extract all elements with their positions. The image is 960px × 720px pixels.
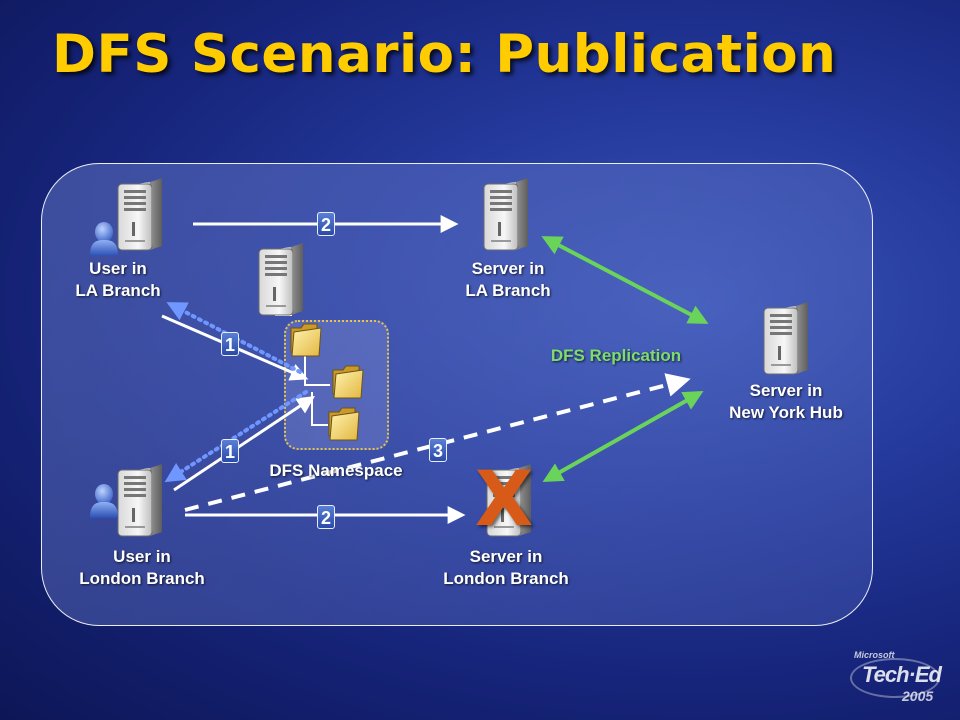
server-la-label-line2: LA Branch xyxy=(465,281,551,300)
user-la-label-line1: User in xyxy=(89,259,147,278)
diagram-panel xyxy=(41,163,873,626)
step-badge-2-la: 2 xyxy=(317,212,335,236)
namespace-server-icon xyxy=(258,242,304,316)
user-london-label: User in London Branch xyxy=(62,546,222,590)
replication-arrow-london xyxy=(542,391,704,482)
user-la-label-line2: LA Branch xyxy=(75,281,161,300)
tech-ed-logo-brand: Microsoft xyxy=(854,650,895,660)
user-london-label-line1: User in xyxy=(113,547,171,566)
london-user-server-icon xyxy=(117,463,163,537)
namespace-link-folder-icon-2 xyxy=(328,407,360,441)
failure-x-icon: X xyxy=(474,454,534,543)
london-user-icon xyxy=(90,484,118,518)
server-la-label: Server in LA Branch xyxy=(438,258,578,302)
server-london-label: Server in London Branch xyxy=(425,546,587,590)
tech-ed-logo-ring xyxy=(850,658,940,698)
tech-ed-logo: Microsoft Tech·Ed 2005 xyxy=(846,648,946,710)
step-badge-1-la: 1 xyxy=(221,332,239,356)
london-user-to-namespace-arrow xyxy=(173,396,315,492)
user-london-label-line2: London Branch xyxy=(79,569,205,588)
slide-title: DFS Scenario: Publication xyxy=(52,24,837,85)
server-ny-label-line1: Server in xyxy=(749,381,823,400)
user-la-label: User in LA Branch xyxy=(52,258,184,302)
server-ny-label: Server in New York Hub xyxy=(706,380,866,424)
tech-ed-logo-year: 2005 xyxy=(902,688,934,704)
server-london-label-line2: London Branch xyxy=(443,569,569,588)
la-user-icon xyxy=(90,222,118,256)
dfs-namespace-label: DFS Namespace xyxy=(250,460,422,482)
tech-ed-logo-event: Tech·Ed xyxy=(862,662,942,687)
server-ny-label-line2: New York Hub xyxy=(729,403,843,422)
replication-arrow-la xyxy=(541,236,709,324)
ny-hub-server-icon xyxy=(763,301,809,375)
london-referral-dotted-arrow xyxy=(164,390,308,483)
step-badge-2-london: 2 xyxy=(317,505,335,529)
server-london-label-line1: Server in xyxy=(469,547,543,566)
dfs-namespace-label-text: DFS Namespace xyxy=(269,461,403,480)
namespace-link-folder-icon xyxy=(332,365,364,399)
la-server-icon xyxy=(483,177,529,251)
server-la-label-line1: Server in xyxy=(471,259,545,278)
la-user-server-icon xyxy=(117,177,163,251)
step-badge-1-london: 1 xyxy=(221,439,239,463)
step-badge-3-failover: 3 xyxy=(429,438,447,462)
dfs-replication-label-text: DFS Replication xyxy=(550,346,682,365)
dfs-replication-label: DFS Replication xyxy=(530,345,702,367)
namespace-root-folder-icon xyxy=(290,323,322,357)
